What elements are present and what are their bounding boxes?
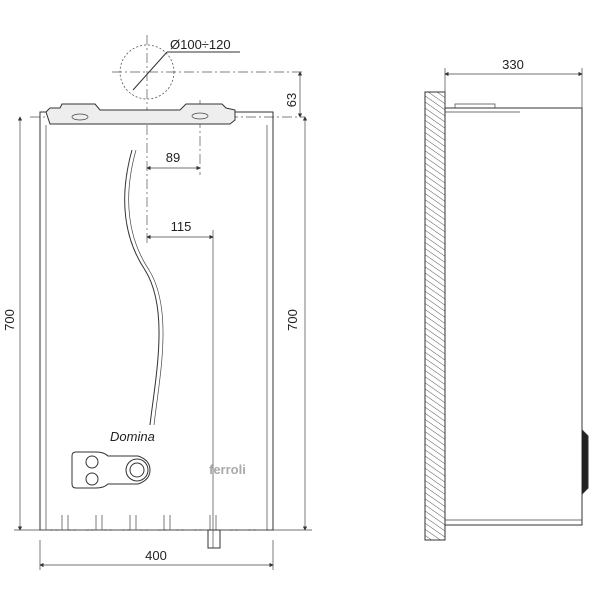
side-view: 330 (424, 57, 589, 541)
model-script: Domina (110, 429, 155, 444)
mounting-bracket (45, 103, 236, 125)
pipe-connections (61, 515, 217, 530)
front-view: Ø100÷120 Domina ferroli 63 (2, 35, 312, 570)
flue-diameter-label: Ø100÷120 (170, 37, 231, 52)
decorative-curve (124, 149, 160, 426)
dim-height-right: 700 (285, 309, 300, 331)
dim-flue-height: 63 (284, 93, 299, 107)
side-knob (581, 429, 589, 495)
knob-dhw[interactable] (85, 472, 99, 486)
wall-hatch (424, 91, 446, 541)
brand-logo: ferroli (209, 462, 246, 477)
dim-offset-115: 115 (171, 219, 192, 234)
dim-width: 400 (145, 548, 167, 563)
flue-diameter-line (132, 51, 168, 91)
control-panel (71, 451, 151, 489)
gas-pipe (207, 529, 221, 549)
boiler-body-side (444, 107, 583, 526)
dim-depth: 330 (502, 57, 524, 72)
pressure-gauge-icon (129, 462, 145, 478)
knob-heating[interactable] (85, 455, 99, 469)
dim-offset-89: 89 (166, 150, 180, 165)
dim-height-left: 700 (2, 309, 17, 331)
